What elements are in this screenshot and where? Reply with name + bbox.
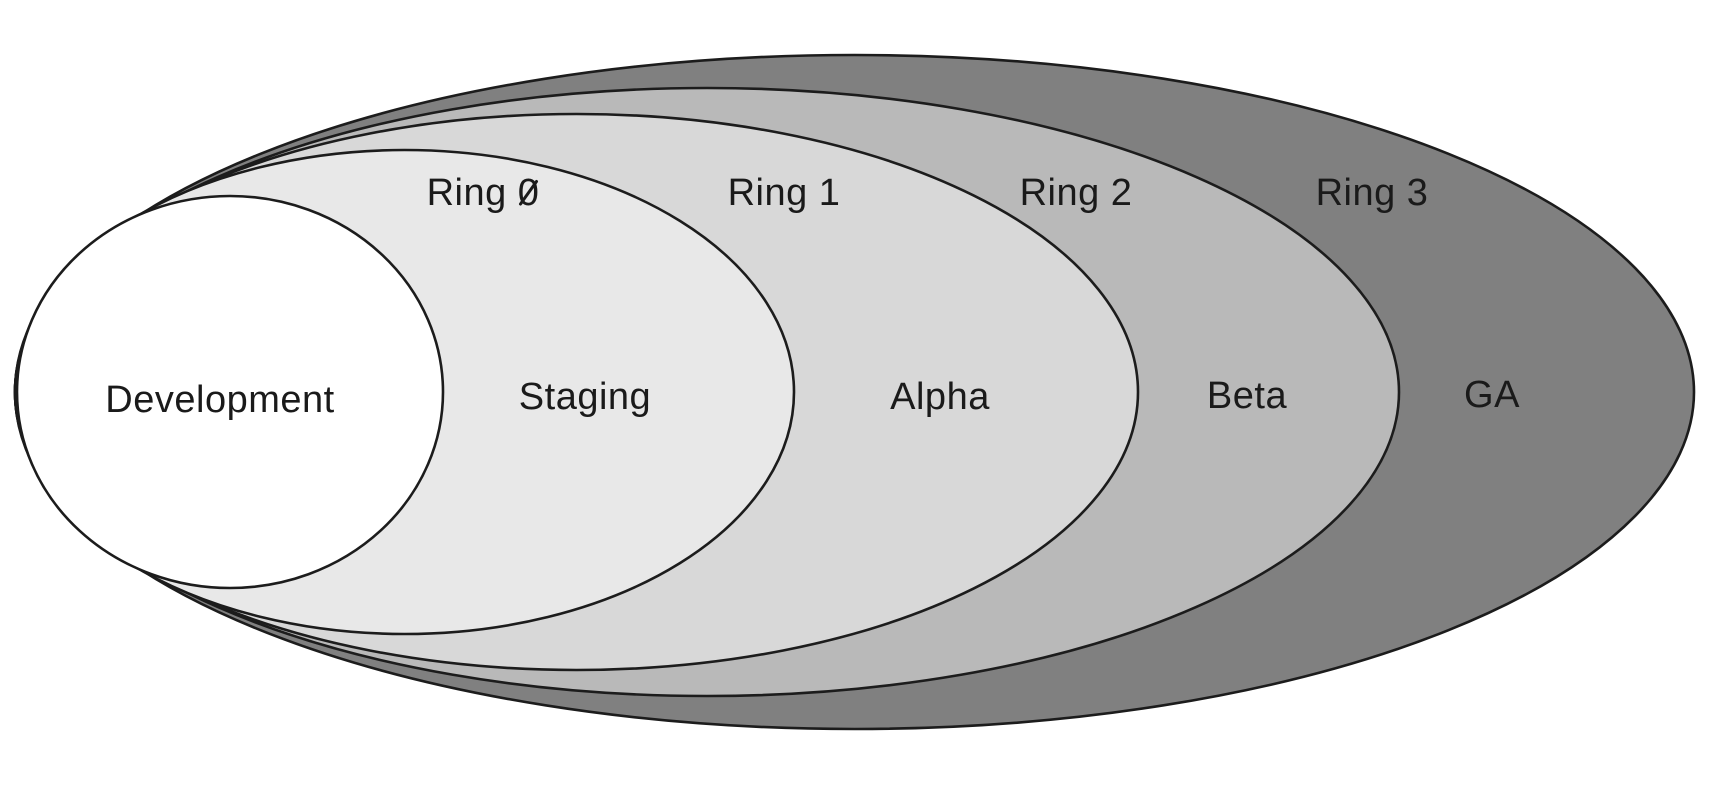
slashed-zero-mark (519, 180, 538, 206)
beta-label: Beta (1207, 375, 1288, 417)
development-label: Development (105, 379, 334, 421)
ga-label: GA (1464, 374, 1520, 416)
ring2-label: Ring 2 (1020, 172, 1133, 214)
development-circle (15, 194, 445, 590)
ring0-label: Ring 0 (427, 172, 540, 214)
staging-label: Staging (519, 376, 651, 418)
alpha-label: Alpha (890, 376, 990, 418)
ring1-label: Ring 1 (728, 172, 841, 214)
ring3-label: Ring 3 (1316, 172, 1429, 214)
